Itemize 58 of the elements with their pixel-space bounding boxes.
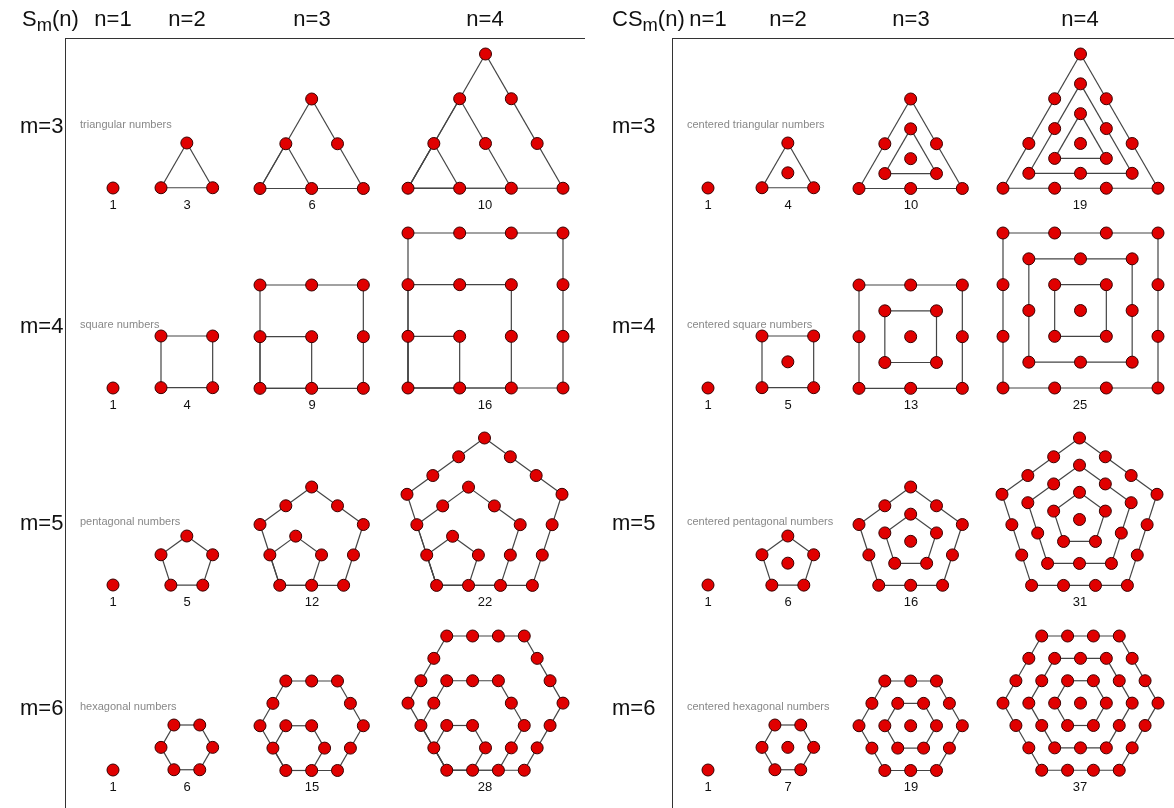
value-label: 6 [183, 779, 191, 794]
value-label: 1 [109, 397, 117, 412]
value-label: 1 [109, 197, 117, 212]
row-label: m=6 [612, 695, 656, 721]
value-label: 1 [109, 594, 117, 609]
column-header: n=3 [892, 6, 930, 32]
value-label: 4 [183, 397, 191, 412]
value-label: 5 [784, 397, 792, 412]
value-label: 16 [903, 594, 919, 609]
value-label: 16 [477, 397, 493, 412]
row-label: m=3 [612, 113, 656, 139]
value-label: 9 [308, 397, 316, 412]
row-label: m=5 [20, 510, 64, 536]
value-label: 22 [477, 594, 493, 609]
value-label: 7 [784, 779, 792, 794]
column-header: n=4 [466, 6, 504, 32]
figure-caption: pentagonal numbers [80, 515, 181, 527]
column-header: n=1 [689, 6, 727, 32]
value-label: 1 [704, 397, 712, 412]
column-header: n=1 [94, 6, 132, 32]
value-label: 15 [304, 779, 320, 794]
value-label: 12 [304, 594, 320, 609]
row-label: m=5 [612, 510, 656, 536]
value-label: 37 [1072, 779, 1088, 794]
row-label: m=4 [612, 313, 656, 339]
value-label: 31 [1072, 594, 1088, 609]
value-label: 5 [183, 594, 191, 609]
row-label: m=4 [20, 313, 64, 339]
value-label: 3 [183, 197, 191, 212]
figure-caption: triangular numbers [80, 118, 172, 130]
column-header: n=3 [293, 6, 331, 32]
value-label: 6 [784, 594, 792, 609]
column-header: CS$_{m}$(n) [612, 6, 685, 37]
column-header: S$_{m}$(n) [22, 6, 79, 37]
value-label: 6 [308, 197, 316, 212]
row-label: m=3 [20, 113, 64, 139]
value-label: 19 [1072, 197, 1088, 212]
value-label: 10 [903, 197, 919, 212]
figure-caption: hexagonal numbers [80, 700, 177, 712]
figure-caption: square numbers [80, 318, 160, 330]
value-label: 1 [704, 594, 712, 609]
value-label: 10 [477, 197, 493, 212]
column-header: n=4 [1061, 6, 1099, 32]
value-label: 28 [477, 779, 493, 794]
row-label: m=6 [20, 695, 64, 721]
value-label: 1 [704, 779, 712, 794]
value-label: 1 [704, 197, 712, 212]
value-label: 25 [1072, 397, 1088, 412]
value-label: 13 [903, 397, 919, 412]
figure-caption: centered hexagonal numbers [687, 700, 830, 712]
figure-caption: centered pentagonal numbers [687, 515, 834, 527]
value-label: 19 [903, 779, 919, 794]
value-label: 4 [784, 197, 792, 212]
figure-caption: centered triangular numbers [687, 118, 825, 130]
column-header: n=2 [168, 6, 206, 32]
column-header: n=2 [769, 6, 807, 32]
value-label: 1 [109, 779, 117, 794]
figure-caption: centered square numbers [687, 318, 813, 330]
